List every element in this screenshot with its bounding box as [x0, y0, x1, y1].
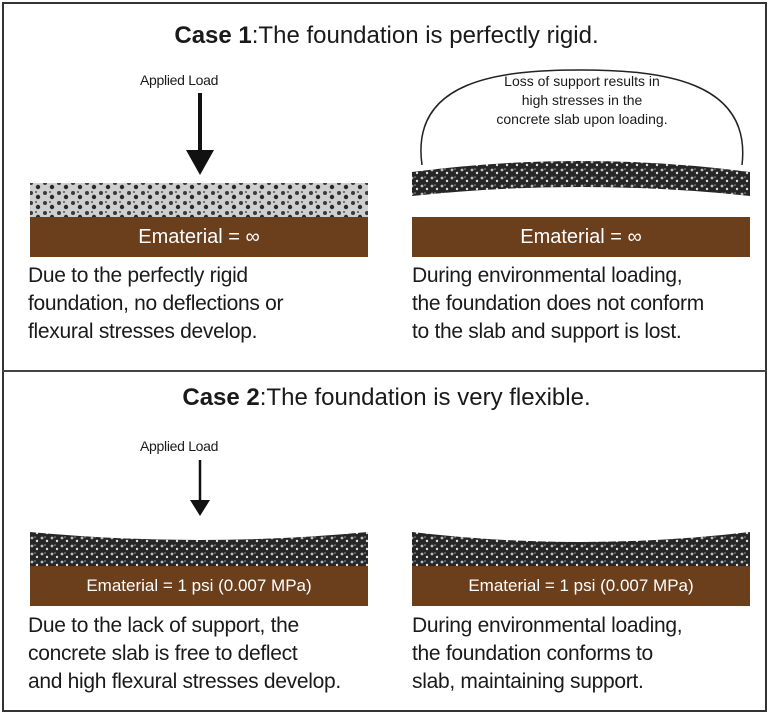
- case1-right-caption: During environmental loading, the founda…: [412, 264, 704, 343]
- case2-left-foundation: Ematerial = 1 psi (0.007 MPa): [30, 566, 368, 606]
- case2-applied-load-label: Applied Load: [140, 438, 219, 454]
- case1-title: Case 1:The foundation is perfectly rigid…: [174, 22, 599, 49]
- case1-support-note: Loss of support results in high stresses…: [496, 73, 668, 127]
- case2-title: Case 2:The foundation is very flexible.: [182, 384, 591, 411]
- load-arrow-head-2: [190, 500, 210, 516]
- deflected-slab-left: [30, 532, 368, 574]
- case1-left-foundation: Ematerial = ∞: [30, 217, 368, 257]
- case1-left-caption: Due to the perfectly rigid foundation, n…: [28, 264, 284, 343]
- rigid-slab-left: [30, 183, 368, 217]
- case2-right-foundation: Ematerial = 1 psi (0.007 MPa): [412, 566, 750, 606]
- figure-frame: [2, 2, 767, 712]
- case1-right-foundation: Ematerial = ∞: [412, 217, 750, 257]
- conforming-slab-right: [412, 532, 750, 576]
- case2-left-caption: Due to the lack of support, the concrete…: [28, 614, 341, 693]
- curled-slab-right: [412, 161, 750, 196]
- case1-applied-load-label: Applied Load: [140, 72, 219, 88]
- load-arrow-head: [186, 150, 214, 175]
- case2-right-caption: During environmental loading, the founda…: [412, 614, 683, 693]
- support-loss-bracket: [420, 69, 744, 166]
- case-divider: [2, 370, 767, 372]
